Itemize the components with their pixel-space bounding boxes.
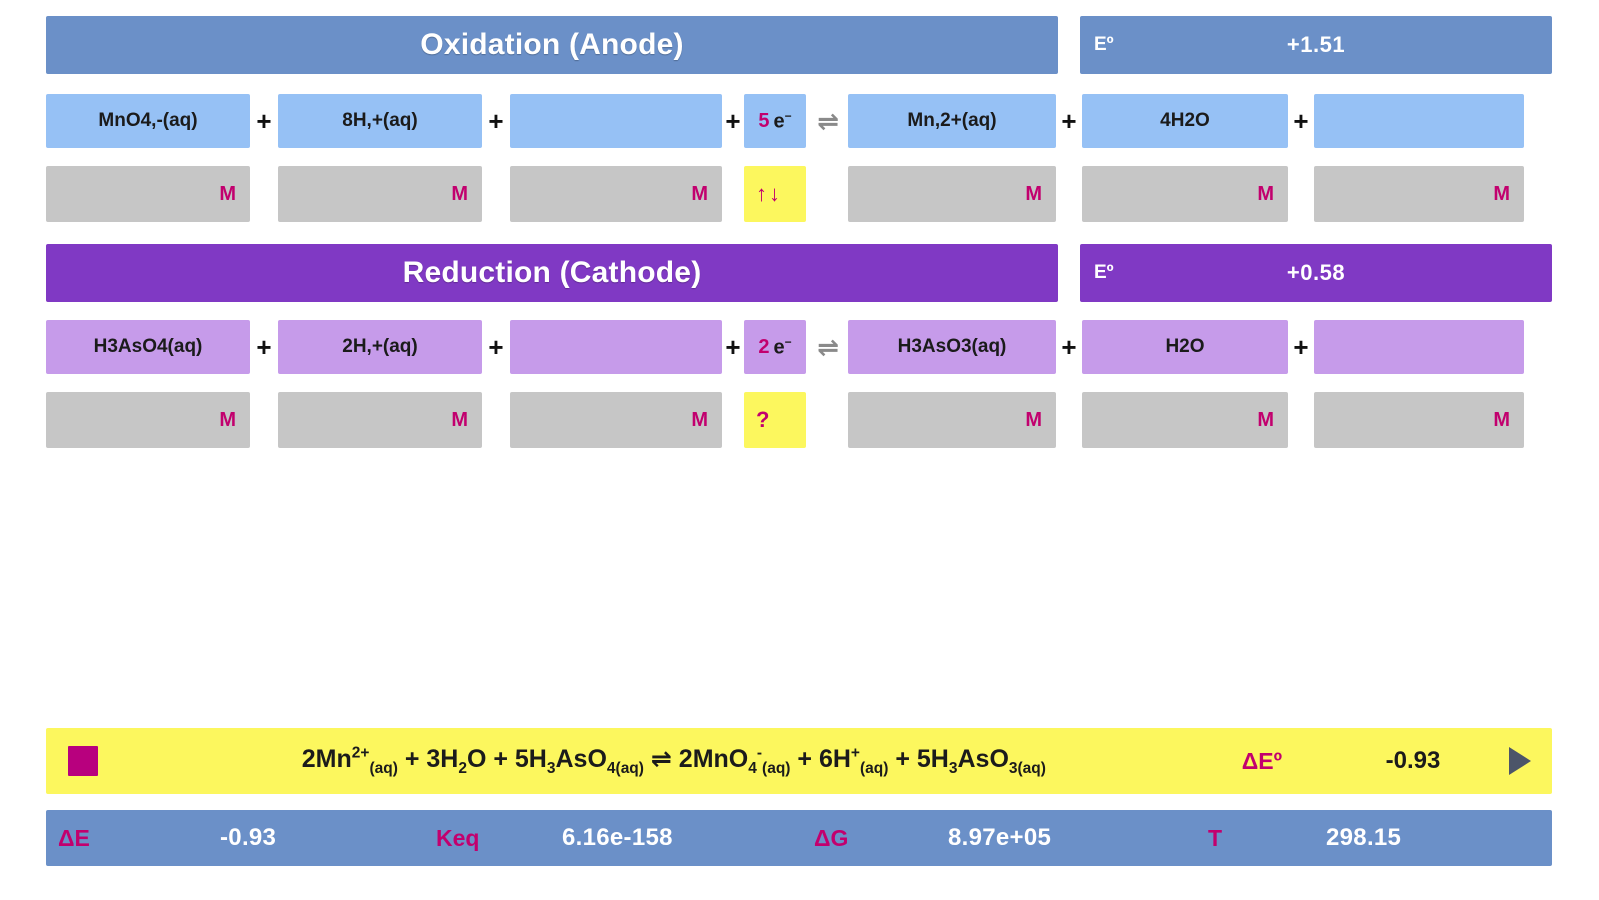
run-reaction-button[interactable] [1488,747,1552,775]
reduction-title-label: Reduction (Cathode) [402,256,702,289]
electron-symbol: e− [773,334,792,359]
overall-equation-bar[interactable]: 2Mn2+(aq) + 3H2O + 5H3AsO4(aq) ⇌ 2MnO4-(… [46,728,1552,794]
plus-sign: + [725,331,741,362]
reduction-product-3[interactable] [1314,320,1524,374]
oxidation-reactant-1-formula: MnO4,-(aq) [98,110,198,131]
overall-delta-e-label: ΔEº [1242,748,1282,775]
molarity-label: M [451,408,468,431]
reduction-equilibrium-arrow-icon: ⇌ [808,320,848,374]
question-mark-icon: ? [756,407,770,432]
plus-sign: + [1293,105,1309,136]
reduction-electron-count: 2 [758,335,770,358]
oxidation-title-bar[interactable]: Oxidation (Anode) [46,16,1058,74]
reduction-potential-value[interactable]: +0.58 [1286,260,1346,285]
reduction-reactant-2-formula: 2H,+(aq) [342,336,418,357]
oxidation-reactant-2-molarity[interactable]: M [278,166,482,222]
status-value: -0.93 [220,824,277,851]
oxidation-reactant-2-formula: 8H,+(aq) [342,110,418,131]
oxidation-reactant-2[interactable]: 8H,+(aq) [278,94,482,148]
overall-equation-color-swatch[interactable] [68,746,98,776]
up-down-arrows-icon: ↑↓ [756,181,782,206]
overall-equation-text: 2Mn2+(aq) + 3H2O + 5H3AsO4(aq) ⇌ 2MnO4-(… [301,744,1046,777]
plus-sign: + [488,331,504,362]
status-label: T [1208,824,1223,851]
reduction-reactant-3[interactable] [510,320,722,374]
status-label: ΔE [58,824,90,851]
reduction-reactant-1-formula: H3AsO4(aq) [93,336,203,357]
status-label: Keq [436,824,480,851]
molarity-label: M [691,182,708,205]
oxidation-reactant-1-molarity[interactable]: M [46,166,250,222]
oxidation-title-label: Oxidation (Anode) [420,28,684,61]
oxidation-reactant-3-molarity[interactable]: M [510,166,722,222]
reduction-title-bar[interactable]: Reduction (Cathode) [46,244,1058,302]
reduction-potential-box[interactable]: Eº +0.58 [1080,244,1552,302]
thermodynamics-status-bar: ΔE -0.93 Keq 6.16e-158 ΔG 8.97e+05 T 298… [46,810,1552,866]
oxidation-product-1-molarity[interactable]: M [848,166,1056,222]
status-label: ΔG [814,824,849,851]
reduction-product-2-formula: H2O [1165,336,1205,357]
reduction-potential-label: Eº [1094,262,1114,283]
status-value: 6.16e-158 [562,824,673,851]
equilibrium-arrow-glyph: ⇌ [817,105,839,136]
delta-e-standard-label: ΔEº [1241,747,1282,774]
plus-sign: + [1061,331,1077,362]
molarity-label: M [451,182,468,205]
reduction-product-1-molarity[interactable]: M [848,392,1056,448]
equilibrium-arrow-glyph: ⇌ [817,331,839,362]
reduction-reactant-3-molarity[interactable]: M [510,392,722,448]
oxidation-product-1[interactable]: Mn,2+(aq) [848,94,1056,148]
reduction-electron-balance-toggle[interactable]: ? [744,392,806,448]
oxidation-potential-label: Eº [1094,34,1114,55]
molarity-label: M [219,408,236,431]
reduction-product-2[interactable]: H2O [1082,320,1288,374]
plus-sign: + [256,331,272,362]
oxidation-electron-balance-toggle[interactable]: ↑↓ [744,166,806,222]
oxidation-equilibrium-arrow-icon: ⇌ [808,94,848,148]
play-triangle-icon [1509,747,1531,775]
molarity-label: M [1257,182,1274,205]
oxidation-product-1-formula: Mn,2+(aq) [907,110,997,131]
reduction-reactant-1[interactable]: H3AsO4(aq) [46,320,250,374]
status-value: 8.97e+05 [948,824,1052,851]
oxidation-product-3[interactable] [1314,94,1524,148]
electron-symbol: e− [773,108,792,133]
reduction-electron-cell[interactable]: 2 e− [744,320,806,374]
plus-sign: + [488,105,504,136]
oxidation-product-2-formula: 4H2O [1160,110,1210,131]
molarity-label: M [1025,408,1042,431]
oxidation-reactant-1[interactable]: MnO4,-(aq) [46,94,250,148]
oxidation-electron-count: 5 [758,109,770,132]
oxidation-product-2[interactable]: 4H2O [1082,94,1288,148]
reduction-reactant-1-molarity[interactable]: M [46,392,250,448]
oxidation-potential-value[interactable]: +1.51 [1286,32,1346,57]
reduction-reactant-2-molarity[interactable]: M [278,392,482,448]
plus-sign: + [256,105,272,136]
oxidation-product-2-molarity[interactable]: M [1082,166,1288,222]
reduction-product-2-molarity[interactable]: M [1082,392,1288,448]
plus-sign: + [725,105,741,136]
molarity-label: M [1257,408,1274,431]
reduction-product-1[interactable]: H3AsO3(aq) [848,320,1056,374]
plus-sign: + [1061,105,1077,136]
plus-sign: + [1293,331,1309,362]
reduction-reactant-2[interactable]: 2H,+(aq) [278,320,482,374]
molarity-label: M [219,182,236,205]
status-value: 298.15 [1326,824,1402,851]
oxidation-reactant-3[interactable] [510,94,722,148]
molarity-label: M [1493,182,1510,205]
molarity-label: M [1493,408,1510,431]
oxidation-electron-cell[interactable]: 5 e− [744,94,806,148]
oxidation-product-3-molarity[interactable]: M [1314,166,1524,222]
molarity-label: M [1025,182,1042,205]
electron-charge: − [784,108,792,123]
overall-delta-e-value: -0.93 [1385,747,1441,774]
electron-charge: − [784,334,792,349]
reduction-product-1-formula: H3AsO3(aq) [897,336,1007,357]
molarity-label: M [691,408,708,431]
reduction-product-3-molarity[interactable]: M [1314,392,1524,448]
oxidation-potential-box[interactable]: Eº +1.51 [1080,16,1552,74]
